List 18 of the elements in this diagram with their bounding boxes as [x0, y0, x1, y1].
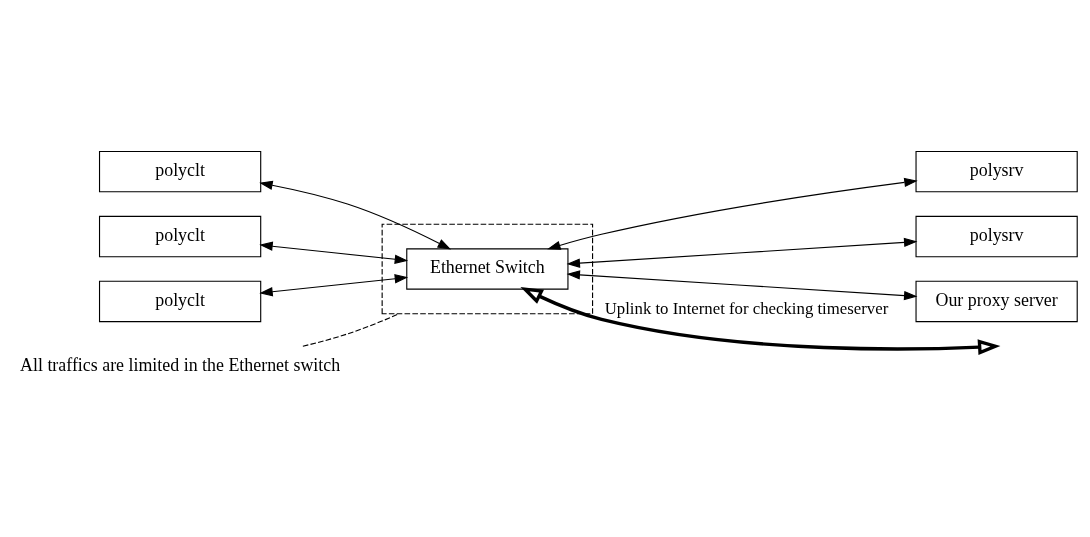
node-box: polyclt — [98, 215, 262, 257]
arrow — [259, 180, 452, 250]
arrow — [520, 286, 1001, 355]
edge-label: Uplink to Internet for checking timeserver — [604, 298, 889, 318]
node-box: polyclt — [98, 280, 262, 322]
node-text: All traffics are limited in the Ethernet switch — [20, 354, 341, 375]
node-box: polysrv — [915, 215, 1078, 257]
arrow — [259, 241, 409, 264]
arrow — [547, 177, 918, 250]
node-box: Ethernet Switch — [406, 247, 569, 290]
connector — [302, 312, 400, 347]
node-box: polysrv — [915, 150, 1078, 192]
node-box: Our proxy server — [915, 280, 1078, 322]
arrow — [566, 269, 918, 300]
arrow — [259, 273, 409, 296]
arrow — [566, 237, 918, 268]
cluster — [381, 223, 594, 314]
node-box: polyclt — [98, 150, 262, 192]
